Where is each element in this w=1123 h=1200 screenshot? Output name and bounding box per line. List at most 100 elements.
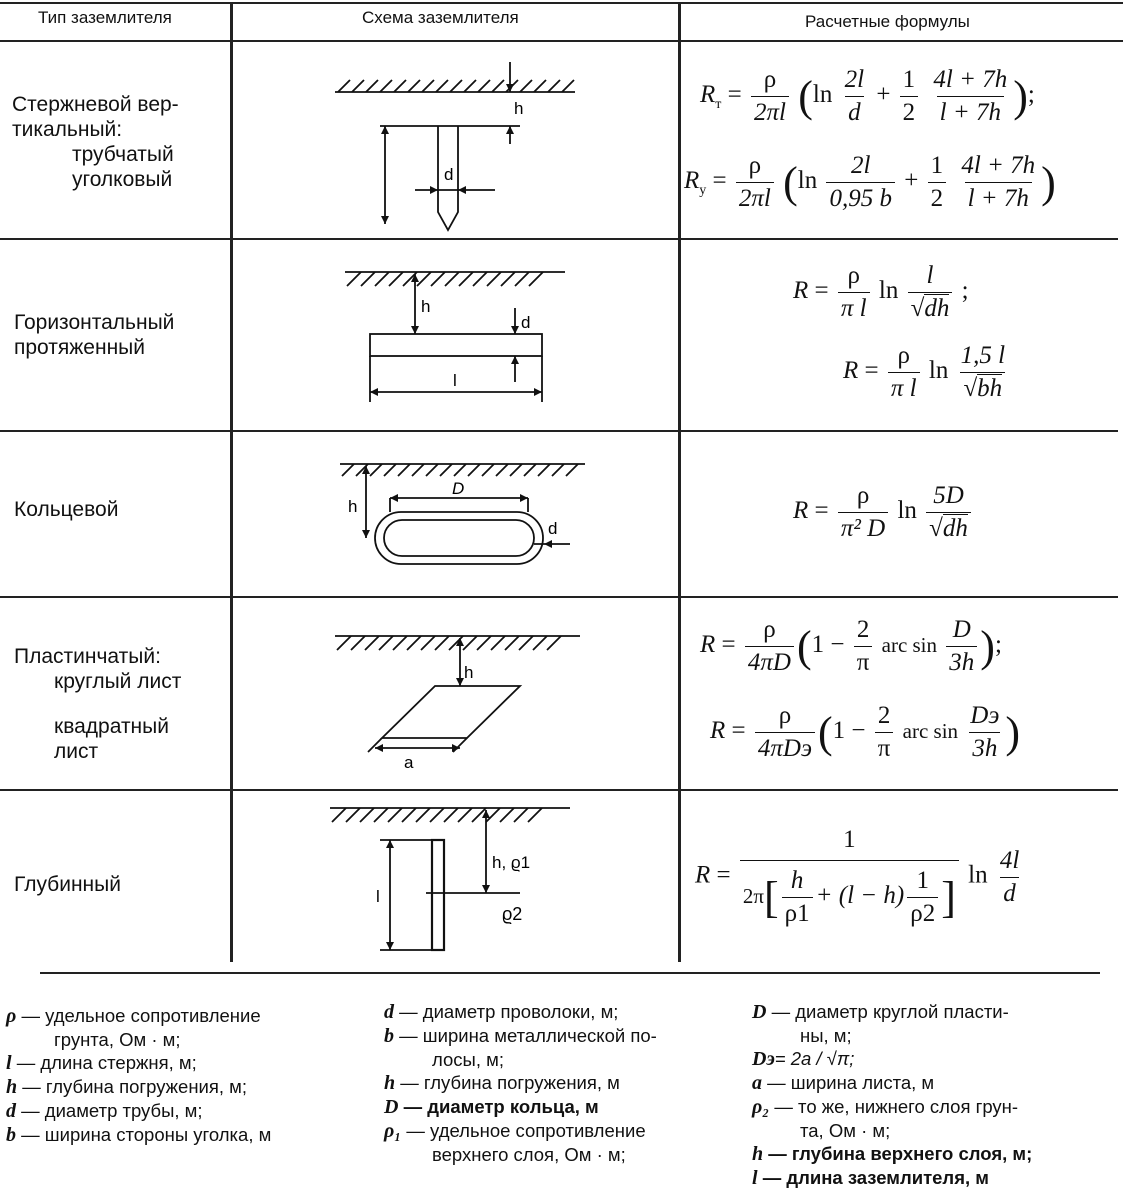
legend-item: ρ — удельное сопротивление xyxy=(6,1005,261,1027)
formula-coef-num: ρ xyxy=(847,262,860,289)
row3-scheme-label-h: h xyxy=(348,497,357,516)
row1-scheme-diagram: h d xyxy=(335,62,575,232)
formula-lhs: R xyxy=(695,861,711,889)
row2-type-line2: протяженный xyxy=(14,336,146,359)
formula-coef-den: 4πD xyxy=(744,646,794,677)
formula-half-num: 1 xyxy=(902,66,916,93)
formula-two-num: 2 xyxy=(856,616,870,643)
formula-arcsin: arc sin xyxy=(902,719,959,744)
legend-item: h — глубина верхнего слоя, м; xyxy=(752,1143,1033,1165)
formula-tail: ; xyxy=(994,631,1002,659)
formula-f-den: l + 7h xyxy=(936,96,1004,127)
formula-coef-den: 4πDэ xyxy=(754,732,815,763)
row4-scheme-label-a: a xyxy=(404,753,414,772)
formula-ln: ln xyxy=(878,277,899,305)
formula-coef-den: π l xyxy=(887,372,920,403)
row2-type-line1: Горизонтальный xyxy=(14,311,175,334)
legend-item: b — ширина металлической по- xyxy=(384,1025,657,1047)
header-scheme: Схема заземлителя xyxy=(362,8,519,27)
row4-scheme-diagram: h a xyxy=(335,635,580,772)
table-bottom-rule xyxy=(40,972,1100,974)
formula-coef-den: π² D xyxy=(837,512,889,543)
formula-plus: + xyxy=(904,167,919,195)
legend-item: b — ширина стороны уголка, м xyxy=(6,1124,272,1146)
legend-item: a — ширина листа, м xyxy=(752,1072,935,1094)
formula-two-den: π xyxy=(874,732,894,763)
row4-type: Пластинчатый: круглый лист квадратный ли… xyxy=(14,644,181,764)
row-divider-1 xyxy=(0,238,1118,240)
formula-den-h: h xyxy=(790,867,804,894)
header-formulas: Расчетные формулы xyxy=(805,12,970,31)
formula-arg-num: 5D xyxy=(933,482,964,509)
formula-lhs: R xyxy=(710,717,726,745)
formula-arcsin: arc sin xyxy=(881,633,938,658)
row5-scheme-label-rho2: ϱ2 xyxy=(502,904,522,924)
formula-coef-num: ρ xyxy=(763,616,776,643)
column-divider-1 xyxy=(230,2,233,962)
formula-half-den: 2 xyxy=(927,182,947,213)
formula-arg-num: 4l xyxy=(999,846,1020,874)
formula-plus: + xyxy=(876,81,891,109)
formula-coef-num: ρ xyxy=(763,66,777,93)
row2-scheme-label-d: d xyxy=(521,313,530,332)
column-divider-2 xyxy=(678,2,681,962)
formula-f-num: 4l + 7h xyxy=(961,152,1036,179)
formula-arg-num: l xyxy=(926,262,934,289)
legend-item: l — длина стержня, м; xyxy=(6,1052,197,1074)
formula-coef-den: 2πl xyxy=(735,182,774,213)
row1-scheme-label-h: h xyxy=(514,99,523,118)
row5-type-line1: Глубинный xyxy=(14,873,121,896)
formula-coef-den: 2πl xyxy=(751,96,789,127)
formula-lhs: R xyxy=(793,277,809,305)
formula-ln: ln xyxy=(797,167,818,195)
formula-f-den: l + 7h xyxy=(964,182,1032,213)
formula-arg-den: d xyxy=(845,96,864,127)
row4-type-line4: лист xyxy=(54,740,99,763)
row2-scheme-label-h: h xyxy=(421,297,430,316)
formula-tail: ; xyxy=(961,277,969,305)
legend-item: l — длина заземлителя, м xyxy=(752,1167,989,1189)
formula-arg-den: 0,95 b xyxy=(826,182,895,213)
legend-item: ρ₂ — то же, нижнего слоя грун- xyxy=(752,1096,1019,1118)
row2-scheme-diagram: h d l xyxy=(345,271,565,402)
row4-type-line3: квадратный xyxy=(54,715,169,738)
legend-item-cont: лосы, м; xyxy=(432,1049,504,1070)
legend-item: h — глубина погружения, м xyxy=(384,1072,620,1094)
formula-lhs: R xyxy=(700,81,716,109)
row5-scheme-label-l: l xyxy=(376,887,380,906)
legend-item-cont: ны, м; xyxy=(800,1025,852,1046)
row1-type-line1: Стержневой вер- xyxy=(12,93,179,116)
legend-item-cont: грунта, Ом · м; xyxy=(54,1029,181,1050)
formula-tail: ; xyxy=(1027,81,1035,109)
legend-col1: ρ — удельное сопротивление грунта, Ом · … xyxy=(6,1004,378,1147)
formula-arg-num: 2l xyxy=(844,66,865,93)
formula-one-minus: 1 − xyxy=(811,631,845,659)
formula-arg-num: 1,5 l xyxy=(960,342,1006,369)
formula-arg-num: D xyxy=(952,616,971,643)
formula-f-num: 4l + 7h xyxy=(933,66,1008,93)
row5-scheme-diagram: l h, ϱ1 ϱ2 xyxy=(330,807,570,952)
row1-type-line3: трубчатый xyxy=(72,143,174,166)
row5-type: Глубинный xyxy=(14,872,121,897)
legend-item: ρ₁ — удельное сопротивление xyxy=(384,1120,646,1142)
legend-item: d — диаметр трубы, м; xyxy=(6,1100,203,1122)
formula-num: 1 xyxy=(843,826,856,853)
formula-arg-den: 3h xyxy=(946,646,978,677)
formula-coef-den: π l xyxy=(837,292,870,323)
row3-type-line1: Кольцевой xyxy=(14,498,119,521)
formula-den-mid: + (l − h) xyxy=(815,882,905,910)
row3-scheme-label-D: D xyxy=(452,479,464,498)
formula-subscript: у xyxy=(699,183,707,199)
formula-half-num: 1 xyxy=(930,152,944,179)
legend-col2: d — диаметр проволоки, м; b — ширина мет… xyxy=(384,1000,746,1166)
row1-scheme-label-d: d xyxy=(444,165,453,184)
formula-den-pre: 2π xyxy=(742,884,764,909)
row1-type: Стержневой вер- тикальный: трубчатый уго… xyxy=(12,92,179,192)
formula-two-num: 2 xyxy=(877,702,891,729)
formula-two-den: π xyxy=(853,646,873,677)
formula-ln: ln xyxy=(968,861,988,889)
formula-arg-den: 3h xyxy=(969,732,1001,763)
row-divider-2 xyxy=(0,430,1118,432)
